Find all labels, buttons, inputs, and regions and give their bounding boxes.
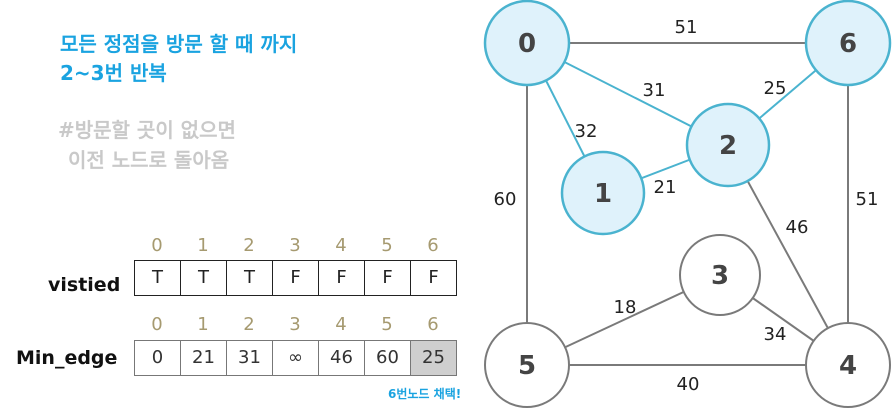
edge-weight: 46 [786, 217, 809, 238]
visited-cell: T [227, 261, 273, 295]
note-line-2: 이전 노드로 돌아옴 [68, 148, 230, 172]
heading: 모든 정점을 방문 할 때 까지 2~3번 반복 [60, 30, 297, 88]
edge-weight: 40 [677, 374, 700, 395]
index-label: 2 [243, 314, 255, 335]
index-label: 4 [335, 235, 347, 256]
graph-node-5: 5 [484, 322, 570, 408]
visited-label: vistied [48, 274, 121, 296]
node-label: 2 [719, 131, 737, 161]
index-label: 3 [289, 235, 301, 256]
edge-weight: 60 [494, 189, 517, 210]
node-label: 1 [594, 179, 612, 209]
visited-cell: T [135, 261, 181, 295]
min-edge-cell-highlighted: 25 [411, 341, 456, 375]
visited-array: T T T F F F F [134, 260, 457, 296]
index-label: 6 [427, 314, 439, 335]
min-edge-cell: 0 [135, 341, 181, 375]
visited-cell: F [365, 261, 411, 295]
heading-line-1: 모든 정점을 방문 할 때 까지 [60, 32, 298, 56]
index-label: 2 [243, 235, 255, 256]
heading-line-2: 2~3번 반복 [60, 61, 167, 85]
graph-node-4: 4 [805, 322, 891, 408]
min-edge-label: Min_edge [16, 347, 118, 369]
edge-weight: 51 [675, 17, 698, 38]
index-label: 1 [197, 314, 209, 335]
edge-weight: 25 [764, 78, 787, 99]
min-edge-index-row: 0 1 2 3 4 5 6 [134, 314, 456, 335]
min-edge-cell: 60 [365, 341, 411, 375]
min-edge-array: 0 21 31 ∞ 46 60 25 [134, 340, 457, 376]
graph-node-0: 0 [483, 0, 571, 87]
visited-cell: F [319, 261, 365, 295]
node-label: 4 [839, 351, 857, 381]
node-label: 5 [518, 351, 536, 381]
node-label: 0 [518, 29, 536, 59]
selection-caption: 6번노드 채택! [388, 387, 462, 401]
visited-index-row: 0 1 2 3 4 5 6 [134, 235, 456, 256]
edge-weight: 32 [575, 121, 598, 142]
index-label: 6 [427, 235, 439, 256]
note: #방문할 곳이 없으면 이전 노드로 돌아옴 [58, 115, 236, 175]
min-edge-cell: 46 [319, 341, 365, 375]
index-label: 5 [381, 314, 393, 335]
index-label: 4 [335, 314, 347, 335]
graph-node-2: 2 [685, 102, 771, 188]
index-label: 0 [151, 314, 163, 335]
graph-node-3: 3 [679, 234, 761, 316]
graph-node-1: 1 [560, 150, 646, 236]
visited-cell: F [273, 261, 319, 295]
edge-weight: 51 [856, 189, 879, 210]
graph-node-6: 6 [804, 0, 892, 87]
index-label: 5 [381, 235, 393, 256]
index-label: 3 [289, 314, 301, 335]
min-edge-cell: 31 [227, 341, 273, 375]
min-edge-cell: ∞ [273, 341, 319, 375]
index-label: 0 [151, 235, 163, 256]
edge-weight: 34 [764, 324, 787, 345]
min-edge-cell: 21 [181, 341, 227, 375]
visited-cell: F [428, 267, 439, 288]
edge-weight: 31 [643, 80, 666, 101]
node-label: 6 [839, 29, 857, 59]
edge-weight: 21 [654, 177, 677, 198]
note-line-1: #방문할 곳이 없으면 [58, 118, 236, 142]
edge-weight: 18 [614, 297, 637, 318]
node-label: 3 [711, 261, 729, 291]
visited-cell: T [181, 261, 227, 295]
index-label: 1 [197, 235, 209, 256]
